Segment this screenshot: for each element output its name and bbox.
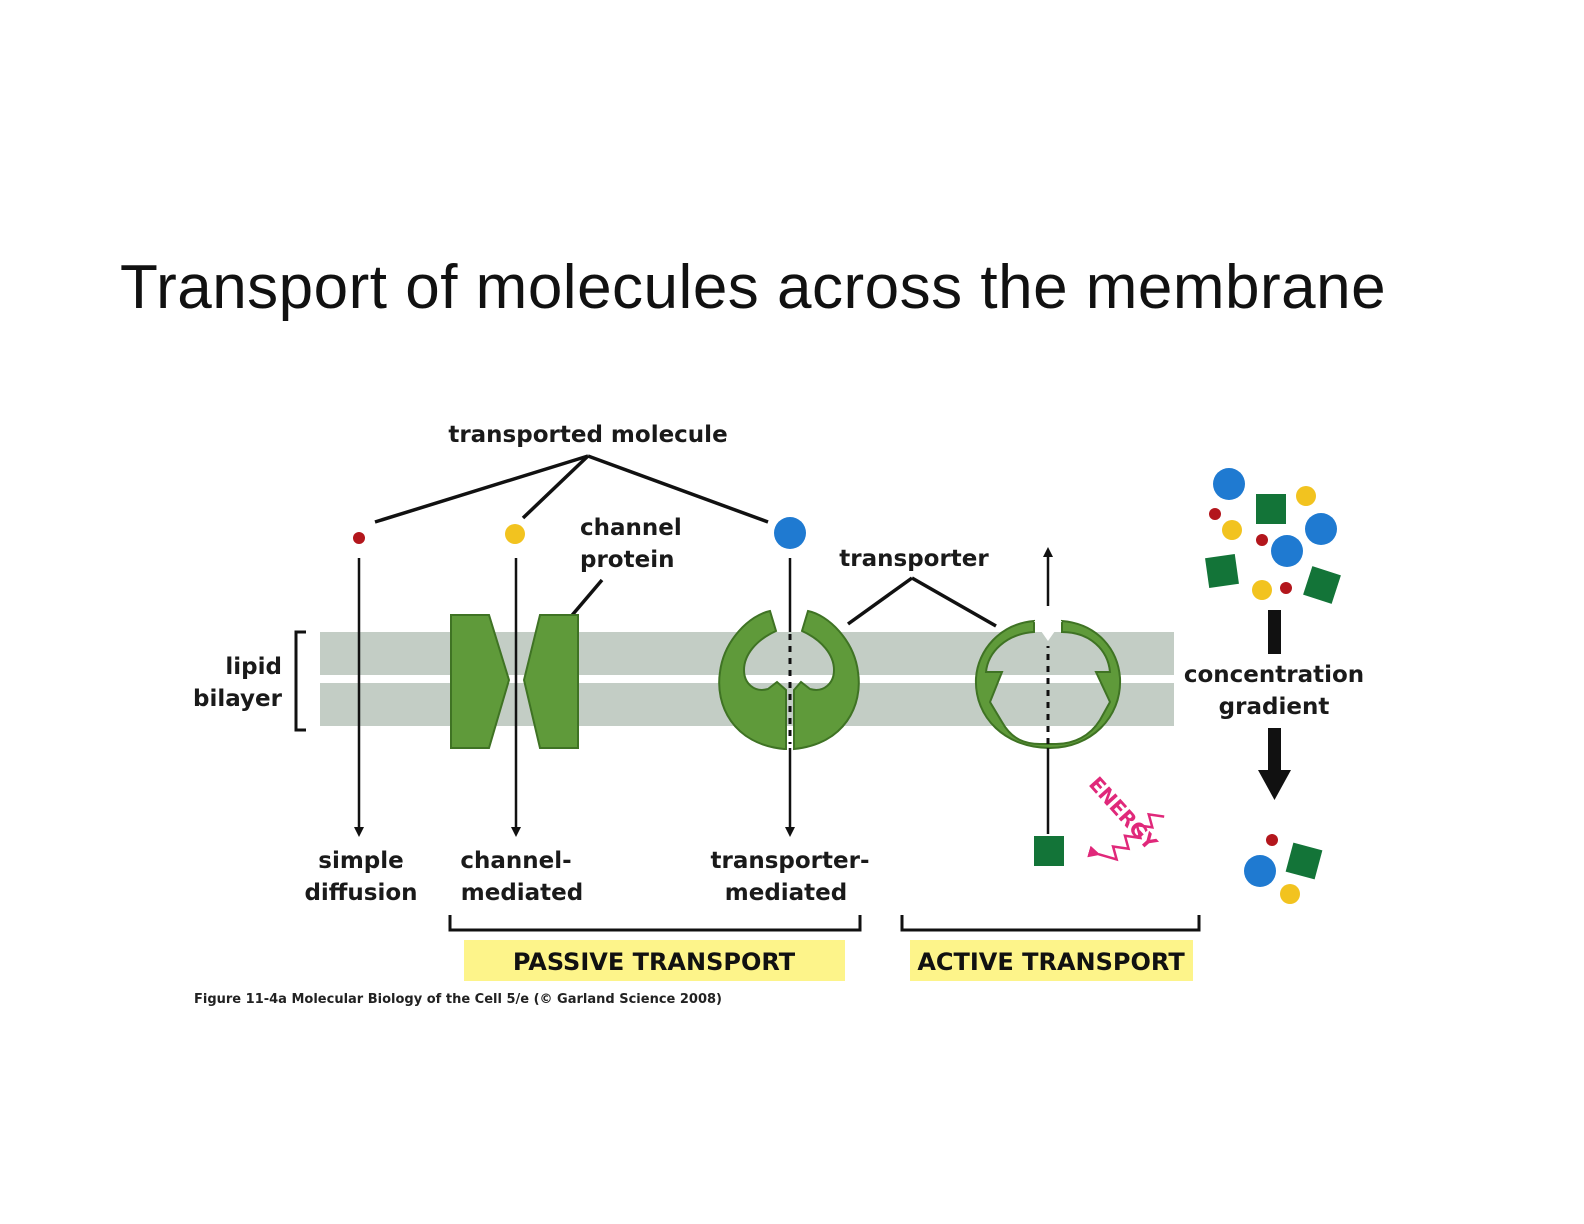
channel-protein xyxy=(450,614,579,749)
transporter-label: transporter xyxy=(839,546,989,572)
figure-caption: Figure 11-4a Molecular Biology of the Ce… xyxy=(194,992,722,1007)
high-concentration-cluster xyxy=(1205,468,1341,604)
passive-transport-label: PASSIVE TRANSPORT xyxy=(513,948,796,976)
channel-protein-pointer xyxy=(566,578,604,622)
channel-mediated-label-line2: mediated xyxy=(461,880,584,906)
bilayer-label-line2: bilayer xyxy=(193,686,283,712)
transporter-mediated-label-line2: mediated xyxy=(725,880,848,906)
channel-mediated-label-line1: channel- xyxy=(460,848,571,874)
square-molecule xyxy=(1303,566,1341,604)
large-molecule-dot xyxy=(774,517,806,549)
transporter-mediated-label-line1: transporter- xyxy=(710,848,869,874)
channel-protein-label-line2: protein xyxy=(580,547,674,573)
low-concentration-cluster xyxy=(1244,834,1323,904)
small-molecule-dot xyxy=(1280,582,1292,594)
square-molecule xyxy=(1205,554,1239,588)
small-molecule-dot xyxy=(353,532,365,544)
medium-molecule-dot xyxy=(1296,486,1316,506)
channel-protein-left-half xyxy=(450,614,511,749)
medium-molecule-dot xyxy=(505,524,525,544)
channel-protein-right-half xyxy=(522,614,579,749)
active-transport-bracket xyxy=(900,915,1201,932)
passive-transporter xyxy=(718,609,860,751)
bilayer-label-line1: lipid xyxy=(225,654,282,680)
channel-protein-label-line1: channel xyxy=(580,515,682,541)
small-molecule-dot xyxy=(1266,834,1278,846)
simple-diffusion-label-line1: simple xyxy=(318,848,404,874)
pointer-to-active-transporter xyxy=(911,576,997,628)
passive-transport-bracket xyxy=(448,915,862,932)
simple-diffusion-label-line2: diffusion xyxy=(304,880,417,906)
transported-molecule-label: transported molecule xyxy=(448,422,727,448)
active-transport-label: ACTIVE TRANSPORT xyxy=(917,948,1185,976)
bilayer-bracket xyxy=(294,630,306,732)
pointer-to-passive-transporter xyxy=(846,576,914,626)
gradient-arrow-lower-shaft xyxy=(1268,728,1281,770)
active-transport-molecule xyxy=(1034,836,1064,866)
medium-molecule-dot xyxy=(1280,884,1300,904)
active-transporter xyxy=(974,619,1122,750)
energy-zigzag-icon xyxy=(1087,812,1165,862)
active-transporter-body xyxy=(974,619,1122,750)
square-molecule xyxy=(1256,494,1286,524)
energy-indicator: ENERGY xyxy=(1084,772,1165,862)
medium-molecule-dot xyxy=(1222,520,1242,540)
small-molecule-dot xyxy=(1256,534,1268,546)
active-transporter-cap xyxy=(1034,621,1062,641)
large-molecule-dot xyxy=(1305,513,1337,545)
gradient-arrow-head-icon xyxy=(1258,770,1291,800)
transport-arrows xyxy=(354,547,1053,837)
medium-molecule-dot xyxy=(1252,580,1272,600)
pointer-to-small-molecule xyxy=(374,454,589,524)
passive-transporter-left-half xyxy=(718,609,787,750)
concentration-gradient-label-line1: concentration xyxy=(1184,662,1364,688)
slide-title: Transport of molecules across the membra… xyxy=(120,253,1387,322)
pointer-to-medium-molecule xyxy=(521,454,590,520)
large-molecule-dot xyxy=(1271,535,1303,567)
passive-transport-box xyxy=(464,940,845,981)
passive-transporter-right-half xyxy=(793,609,860,751)
concentration-gradient-label-line2: gradient xyxy=(1219,694,1330,720)
large-molecule-dot xyxy=(1244,855,1276,887)
small-molecule-dot xyxy=(1209,508,1221,520)
square-molecule xyxy=(1285,842,1323,880)
gradient-arrow-upper-shaft xyxy=(1268,610,1281,654)
pointer-to-large-molecule xyxy=(587,454,769,524)
large-molecule-dot xyxy=(1213,468,1245,500)
transporter-pointers xyxy=(846,576,997,628)
transported-molecule-pointers xyxy=(374,454,769,524)
active-transport-box xyxy=(910,940,1193,981)
